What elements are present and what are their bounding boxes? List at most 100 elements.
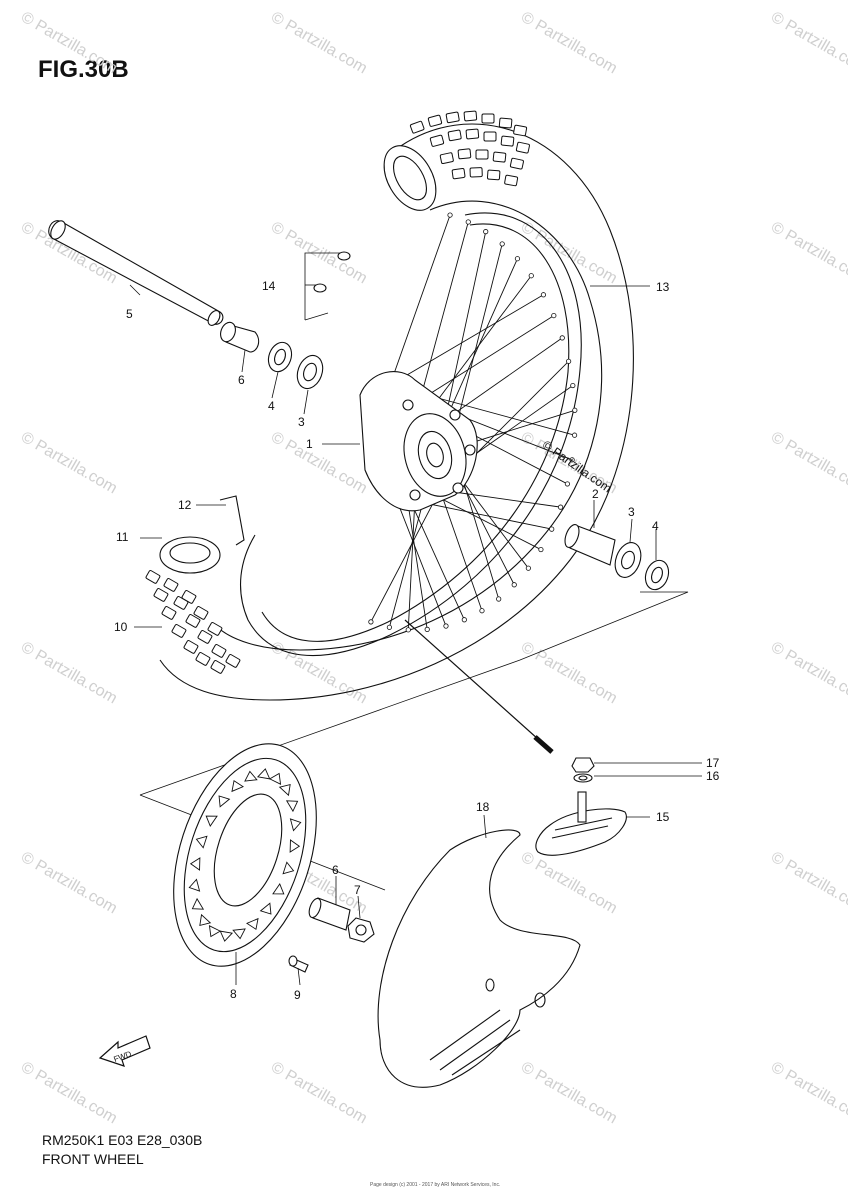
tread-block	[197, 630, 213, 644]
callout-c14: 14	[262, 279, 276, 293]
callout-c4b: 4	[652, 519, 659, 533]
watermark-text: © Partzilla.com	[18, 9, 120, 78]
tread-block	[163, 578, 179, 592]
tread-block	[225, 654, 241, 668]
watermark-text: © Partzilla.com	[18, 639, 120, 708]
spoke-nipple	[569, 457, 575, 463]
spoke-nipple	[551, 312, 557, 319]
spoke-nipple	[511, 582, 517, 588]
tire	[145, 110, 634, 701]
disc-vent-hole	[208, 925, 222, 938]
disc-bolt	[288, 955, 309, 973]
tread-block	[513, 124, 528, 137]
tread-block	[492, 151, 507, 163]
tread-block	[457, 148, 472, 160]
oil-seal-left	[267, 341, 293, 373]
valve-nut	[571, 757, 595, 773]
callout-c15: 15	[656, 810, 670, 824]
spoke-nipple	[483, 229, 489, 235]
rim	[239, 212, 582, 657]
disc-vent-hole	[256, 768, 271, 780]
tread-block	[463, 110, 478, 122]
callout-c5: 5	[126, 307, 133, 321]
spoke	[389, 214, 451, 386]
spoke-nipple	[514, 256, 521, 262]
callout-c11: 11	[116, 530, 129, 544]
tread-block	[211, 644, 227, 658]
disc-vent-hole	[244, 770, 258, 782]
valve-washer	[573, 773, 593, 783]
spoke-nipple	[540, 292, 547, 298]
spoke-nipple	[525, 565, 531, 571]
spoke-nipple	[424, 626, 430, 632]
disc-vent-hole	[199, 913, 212, 927]
spoke-nipple	[368, 619, 374, 625]
watermark-text: © Partzilla.com	[518, 9, 620, 78]
spoke	[419, 221, 469, 401]
spoke-nipple	[538, 546, 544, 553]
figure-title: FIG.30B	[38, 56, 129, 83]
callout-c17: 17	[706, 756, 720, 770]
spoke	[409, 499, 465, 620]
callout-c1: 1	[306, 437, 313, 451]
inner-tube	[535, 791, 627, 856]
disc-vent-hole	[195, 835, 208, 849]
watermark-text: © Partzilla.com	[268, 9, 370, 78]
callout-c2: 2	[592, 487, 599, 501]
wheel-spacer-left	[220, 321, 260, 353]
tread-block	[486, 169, 501, 181]
tread-block	[429, 134, 445, 147]
spoke-nipple	[465, 219, 471, 225]
disc-vent-hole	[232, 928, 246, 940]
callout-c18: 18	[476, 800, 490, 814]
tread-block	[504, 174, 519, 187]
spoke-nipple	[557, 504, 564, 510]
watermark-text: © Partzilla.com	[768, 639, 848, 708]
callout-c4a: 4	[268, 399, 275, 413]
callout-c10: 10	[114, 620, 128, 634]
disc-vent-hole	[219, 930, 234, 942]
tread-block	[445, 111, 460, 124]
leader-lines	[129, 284, 702, 986]
wheel-hub	[359, 371, 478, 512]
spoke-nipple	[499, 241, 505, 247]
spoke-set-bracket	[304, 251, 351, 321]
wheel-spacer-lower	[308, 897, 351, 931]
callout-c8: 8	[230, 987, 237, 1001]
spoke	[370, 489, 441, 623]
tread-block	[447, 129, 462, 142]
spoke-nipple	[570, 382, 576, 389]
front-axle	[48, 220, 224, 326]
callout-c9: 9	[294, 988, 301, 1002]
tread-block	[483, 131, 497, 142]
disc-vent-hole	[205, 815, 218, 828]
watermark-text: © Partzilla.com	[18, 429, 120, 498]
disc-vent-hole	[218, 795, 231, 808]
tread-block	[171, 624, 187, 638]
disc-vent-hole	[259, 902, 272, 915]
watermark-text: © Partzilla.com	[768, 219, 848, 288]
callout-c6a: 6	[238, 373, 245, 387]
tread-block	[161, 606, 177, 620]
wheel-spacer-right	[564, 523, 616, 566]
disc-vent-hole	[189, 857, 201, 871]
watermark-text: © Partzilla.com	[768, 429, 848, 498]
disc-vent-hole	[245, 917, 259, 931]
watermark-text: © Partzilla.com	[768, 1059, 848, 1128]
callout-c7: 7	[354, 883, 361, 897]
disc-cover	[377, 829, 581, 1088]
callout-c12: 12	[178, 498, 192, 512]
spoke-nipple	[386, 624, 393, 630]
callout-c16: 16	[706, 769, 720, 783]
spoke-nipple	[571, 432, 578, 438]
spoke-nipple	[447, 212, 453, 218]
tread-block	[195, 652, 211, 666]
spoke	[444, 231, 487, 421]
spoke	[389, 294, 544, 386]
bearing-left	[296, 354, 324, 390]
disc-vent-hole	[191, 897, 205, 910]
tread-block	[409, 120, 425, 134]
forward-direction-arrow: FWD	[98, 1035, 151, 1067]
watermark-text: © Partzilla.com	[768, 849, 848, 918]
spoke	[419, 315, 555, 401]
